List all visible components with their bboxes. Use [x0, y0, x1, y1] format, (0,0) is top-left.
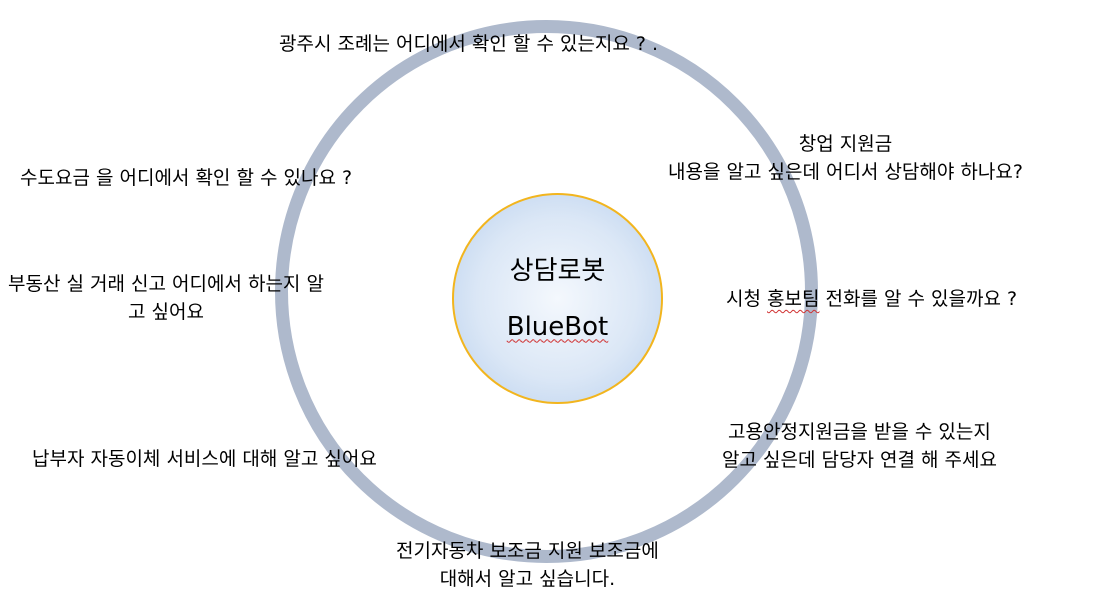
question-top: 광주시 조례는 어디에서 확인 할 수 있는지요 ? . [279, 30, 658, 58]
question-bottom: 전기자동차 보조금 지원 보조금에 대해서 알고 싶습니다. [396, 537, 659, 593]
question-right-3: 고용안정지원금을 받을 수 있는지 알고 싶은데 담당자 연결 해 주세요 [722, 418, 997, 474]
question-text: 창업 지원금 [798, 133, 893, 155]
question-right-2: 시청 홍보팀 전화를 알 수 있을까요 ? [726, 285, 1017, 313]
question-text: 고용안정지원금을 받을 수 있는지 [728, 421, 991, 443]
question-text: 납부자 자동이체 서비스에 대해 알고 싶어요 [32, 448, 377, 470]
question-text: 부동산 실 거래 신고 어디에서 하는지 알 [8, 273, 324, 295]
question-text: 전기자동차 보조금 지원 보조금에 [396, 540, 659, 562]
question-text: 광주시 조례는 어디에서 확인 할 수 있는지요 ? . [279, 33, 659, 55]
question-right-1: 창업 지원금 내용을 알고 싶은데 어디서 상담해야 하나요? [668, 130, 1023, 186]
question-text-post: 전화를 알 수 있을까요 ? [819, 288, 1018, 310]
question-left-3: 납부자 자동이체 서비스에 대해 알고 싶어요 [32, 445, 377, 473]
center-title: 상담로봇 [509, 255, 606, 286]
question-left-1: 수도요금 을 어디에서 확인 할 수 있나요 ? [20, 164, 352, 192]
question-text-marked: 홍보팀 [767, 288, 820, 310]
question-text: 알고 싶은데 담당자 연결 해 주세요 [722, 449, 997, 471]
question-text: 고 싶어요 [127, 301, 204, 323]
question-text: 대해서 알고 싶습니다. [439, 568, 616, 590]
question-left-2: 부동산 실 거래 신고 어디에서 하는지 알 고 싶어요 [8, 270, 324, 326]
center-subtitle: BlueBot [506, 311, 609, 342]
center-circle: 상담로봇 BlueBot [452, 193, 663, 404]
question-text: 수도요금 을 어디에서 확인 할 수 있나요 ? [20, 167, 353, 189]
question-text: 내용을 알고 싶은데 어디서 상담해야 하나요? [668, 161, 1023, 183]
question-text-pre: 시청 [726, 288, 767, 310]
